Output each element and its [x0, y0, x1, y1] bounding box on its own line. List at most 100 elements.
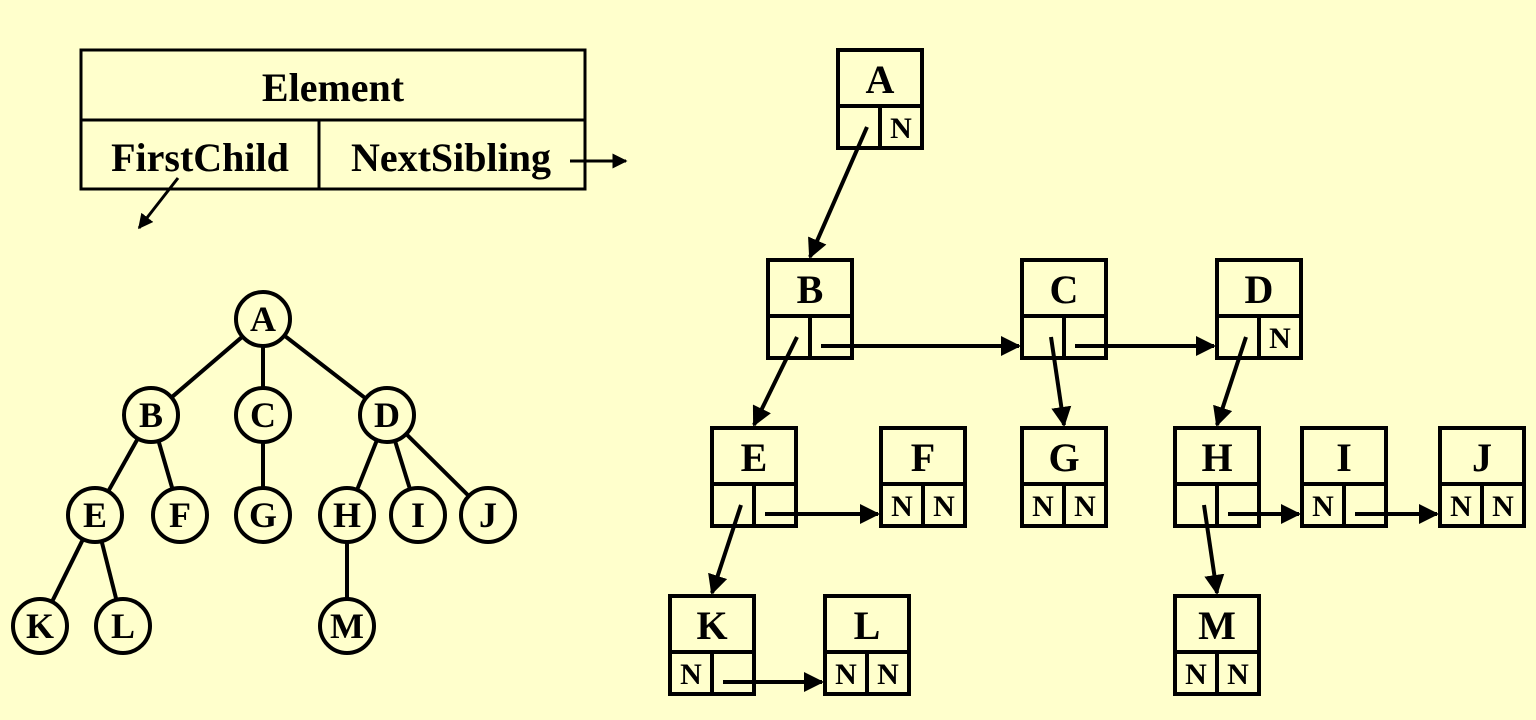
- null-firstchild-marker: N: [891, 490, 913, 523]
- list-node-i: IN: [1300, 426, 1388, 528]
- firstchild-arrow-e-k: [708, 504, 743, 595]
- tree-node-circle: [11, 597, 69, 655]
- tree-node-f: F: [151, 486, 209, 544]
- list-node-label: B: [797, 267, 824, 312]
- list-node-label: M: [1198, 603, 1236, 648]
- tree-node-label: J: [479, 495, 497, 535]
- firstchild-arrow-c-g: [1049, 336, 1072, 427]
- tree-node-b: B: [122, 386, 180, 444]
- tree-node-d: D: [358, 386, 416, 444]
- tree-node-label: D: [374, 395, 400, 435]
- tree-node-circle: [318, 597, 376, 655]
- tree-node-circle: [66, 486, 124, 544]
- list-node-label: H: [1201, 435, 1232, 480]
- list-node-label: D: [1245, 267, 1274, 312]
- tree-node-label: I: [411, 495, 425, 535]
- list-node-label: L: [854, 603, 881, 648]
- tree-node-c: C: [234, 386, 292, 444]
- tree-node-label: B: [139, 395, 163, 435]
- tree-edge-e-l: [99, 540, 119, 601]
- legend-firstchild-arrow: [137, 177, 180, 230]
- tree-node-g: G: [234, 486, 292, 544]
- list-node-h: H: [1173, 426, 1261, 528]
- null-nextsibling-marker: N: [1492, 490, 1514, 523]
- tree-node-m: M: [318, 597, 376, 655]
- tree-node-circle: [122, 386, 180, 444]
- legend-element-label: Element: [262, 65, 405, 110]
- null-firstchild-marker: N: [1032, 490, 1054, 523]
- null-nextsibling-marker: N: [933, 490, 955, 523]
- tree-node-circle: [459, 486, 517, 544]
- tree-edges: [50, 333, 471, 603]
- tree-node-circle: [151, 486, 209, 544]
- null-nextsibling-marker: N: [1074, 490, 1096, 523]
- list-node-c: C: [1020, 258, 1108, 360]
- firstchild-arrow-h-m: [1202, 504, 1225, 595]
- tree-node-label: G: [249, 495, 277, 535]
- node-structure-legend: Element FirstChild NextSibling: [79, 48, 628, 230]
- tree-node-circle: [234, 486, 292, 544]
- tree-node-circle: [318, 486, 376, 544]
- null-firstchild-marker: N: [1185, 658, 1207, 691]
- tree-edge-d-j: [404, 432, 471, 498]
- tree-edge-e-k: [50, 538, 85, 603]
- null-firstchild-marker: N: [835, 658, 857, 691]
- tree-node-j: J: [459, 486, 517, 544]
- list-node-label: C: [1050, 267, 1079, 312]
- list-node-label: E: [741, 435, 768, 480]
- list-node-label: G: [1048, 435, 1079, 480]
- tree-node-circle: [389, 486, 447, 544]
- null-nextsibling-marker: N: [890, 112, 912, 145]
- tree-node-i: I: [389, 486, 447, 544]
- tree-node-label: C: [250, 395, 276, 435]
- null-firstchild-marker: N: [680, 658, 702, 691]
- list-node-d: DN: [1215, 258, 1303, 360]
- firstchild-arrow-d-h: [1213, 336, 1248, 427]
- tree-node-label: A: [250, 299, 276, 339]
- tree-node-label: H: [333, 495, 361, 535]
- tree-nodes: A B C D E F G H I J K L M: [11, 290, 517, 655]
- tree-node-label: F: [169, 495, 191, 535]
- tree-node-circle: [94, 597, 152, 655]
- tree-node-label: M: [330, 606, 364, 646]
- null-firstchild-marker: N: [1450, 490, 1472, 523]
- list-node-b: B: [766, 258, 854, 360]
- tree-node-a: A: [234, 290, 292, 348]
- null-firstchild-marker: N: [1312, 490, 1334, 523]
- tree-node-circle: [358, 386, 416, 444]
- firstchild-arrow-b-e: [752, 336, 799, 427]
- list-node-e: E: [710, 426, 798, 528]
- tree-node-h: H: [318, 486, 376, 544]
- tree-node-label: L: [111, 606, 135, 646]
- tree-node-e: E: [66, 486, 124, 544]
- tree-edge-a-b: [170, 335, 244, 399]
- list-node-a: AN: [836, 48, 924, 150]
- null-nextsibling-marker: N: [1269, 322, 1291, 355]
- list-node-label: F: [911, 435, 935, 480]
- tree-node-l: L: [94, 597, 152, 655]
- list-node-label: I: [1336, 435, 1352, 480]
- list-node-label: J: [1472, 435, 1492, 480]
- tree-edge-d-h: [355, 439, 379, 491]
- tree-node-label: E: [83, 495, 107, 535]
- tree-edge-b-e: [106, 437, 140, 493]
- legend-nextsibling-label: NextSibling: [351, 135, 551, 180]
- tree-node-circle: [234, 290, 292, 348]
- tree-node-circle: [234, 386, 292, 444]
- legend-firstchild-label: FirstChild: [111, 135, 289, 180]
- tree-node-k: K: [11, 597, 69, 655]
- list-links: [708, 126, 1439, 692]
- null-nextsibling-marker: N: [877, 658, 899, 691]
- list-node-label: A: [866, 57, 895, 102]
- null-nextsibling-marker: N: [1227, 658, 1249, 691]
- tree-node-label: K: [26, 606, 54, 646]
- tree-edge-d-i: [393, 440, 412, 490]
